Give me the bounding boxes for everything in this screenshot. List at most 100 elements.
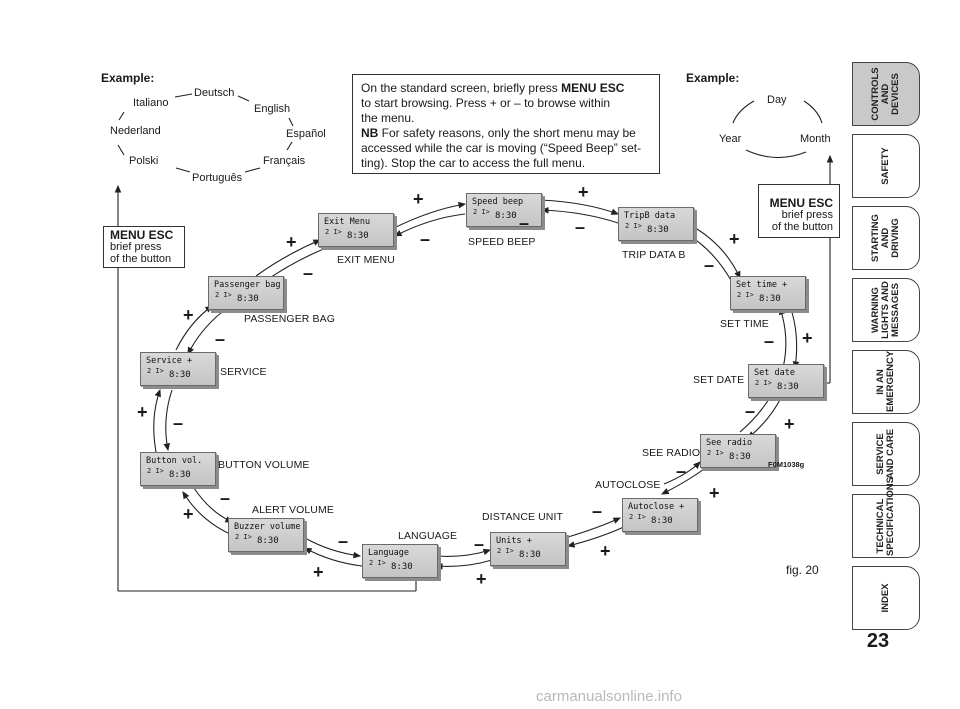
arrow-plus <box>304 547 363 567</box>
instruction-line6: ting). Stop the car to access the full m… <box>361 156 586 170</box>
minus-sign: – <box>575 217 586 237</box>
arrow-minus <box>163 389 173 452</box>
lcd-clock: 8:30 <box>257 536 279 546</box>
arrow-minus <box>187 311 223 355</box>
lcd-indicator: 2 I> <box>737 291 754 299</box>
plus-sign: + <box>802 328 813 348</box>
lcd-title: Buzzer volume <box>234 522 301 532</box>
arrow-minus <box>663 461 701 485</box>
arrow-minus <box>540 207 619 224</box>
tab-label: STARTING AND DRIVING <box>870 214 901 262</box>
lcd-indicator: 2 I> <box>497 547 514 555</box>
arrow-plus <box>153 388 161 453</box>
arrow-minus <box>567 517 622 538</box>
tab-technical-specifications[interactable]: TECHNICAL SPECIFICATIONS <box>852 477 920 558</box>
lcd-title: Passenger bag <box>214 280 281 290</box>
arrow-minus <box>435 548 492 557</box>
lcd-indicator: 2 I> <box>625 222 642 230</box>
plus-sign: + <box>183 305 194 325</box>
lcd-indicator: 2 I> <box>147 467 164 475</box>
unit-day: Day <box>767 94 787 106</box>
tab-label: WARNING LIGHTS AND MESSAGES <box>870 281 901 339</box>
figure-code: F0M1038g <box>768 460 805 469</box>
arrow-plus <box>661 465 709 495</box>
lcd-title: Speed beep <box>472 197 524 207</box>
arrow-plus <box>391 201 467 230</box>
lcd-title: Button vol. <box>146 456 203 466</box>
arrow-plus <box>539 199 620 215</box>
tab-label: CONTROLS AND DEVICES <box>870 67 901 121</box>
lcd-units: Units +2 I>8:30 <box>490 532 566 566</box>
lcd-indicator: 2 I> <box>235 533 252 541</box>
lcd-title: TripB data <box>624 211 676 221</box>
plus-sign: + <box>313 562 324 582</box>
label-button-volume: BUTTON VOLUME <box>218 459 310 471</box>
lcd-set-time: Set time +2 I>8:30 <box>730 276 806 310</box>
unit-year: Year <box>719 133 742 145</box>
lang-francais: Français <box>263 155 306 167</box>
tab-controls-and-devices[interactable]: CONTROLS AND DEVICES <box>852 62 920 126</box>
lang-english: English <box>254 103 291 115</box>
label-see-radio: SEE RADIO <box>642 447 701 459</box>
lcd-clock: 8:30 <box>169 370 191 380</box>
minus-sign: – <box>215 329 226 349</box>
example-heading-right: Example: <box>686 71 740 85</box>
lcd-indicator: 2 I> <box>147 367 164 375</box>
tab-in-an-emergency[interactable]: IN AN EMERGENCY <box>852 350 920 414</box>
minus-sign: – <box>173 413 184 433</box>
tab-starting-and-driving[interactable]: STARTING AND DRIVING <box>852 206 920 270</box>
minus-sign: – <box>745 401 756 421</box>
plus-sign: + <box>413 189 424 209</box>
menu-esc-title-right: MENU ESC <box>769 196 833 210</box>
lcd-indicator: 2 I> <box>369 559 386 567</box>
instruction-menu-esc: MENU ESC <box>561 81 625 95</box>
menu-esc-line2-right: of the button <box>771 221 833 233</box>
tab-safety[interactable]: SAFETY <box>852 134 920 198</box>
lcd-autoclose: Autoclose +2 I>8:30 <box>622 498 698 532</box>
arrow-plus <box>789 305 800 370</box>
arrow-minus <box>304 537 362 559</box>
instruction-line5: accessed while the car is moving (“Speed… <box>361 141 642 155</box>
label-set-time: SET TIME <box>720 318 769 330</box>
lcd-clock: 8:30 <box>169 470 191 480</box>
instruction-nb: NB <box>361 126 379 140</box>
arrow-plus <box>255 239 322 277</box>
plus-sign: + <box>476 569 487 589</box>
arrow-plus <box>691 225 741 280</box>
lcd-title: Set date <box>754 368 795 378</box>
lcd-clock: 8:30 <box>391 562 413 572</box>
lang-deutsch: Deutsch <box>194 87 235 99</box>
lcd-indicator: 2 I> <box>215 291 232 299</box>
arrow-plus <box>566 525 627 548</box>
tab-warning-lights[interactable]: WARNING LIGHTS AND MESSAGES <box>852 278 920 342</box>
tab-service-and-care[interactable]: SERVICE AND CARE <box>852 422 920 486</box>
arrow-minus <box>394 213 466 237</box>
menu-esc-line1-right: brief press <box>781 209 833 221</box>
arrow-minus <box>689 235 733 283</box>
plus-sign: + <box>784 414 795 434</box>
minus-sign: – <box>592 501 603 521</box>
lcd-service: Service +2 I>8:30 <box>140 352 216 386</box>
minus-sign: – <box>764 331 775 351</box>
menu-esc-title-left: MENU ESC <box>110 228 174 242</box>
instruction-line1: On the standard screen, briefly press <box>361 81 562 95</box>
lang-italiano: Italiano <box>133 97 169 109</box>
lcd-clock: 8:30 <box>729 452 751 462</box>
instruction-box: On the standard screen, briefly press ME… <box>352 74 660 174</box>
tab-index[interactable]: INDEX <box>852 566 920 630</box>
lcd-clock: 8:30 <box>777 382 799 392</box>
lcd-title: Language <box>368 548 409 558</box>
lcd-title: Exit Menu <box>324 217 371 227</box>
arrow-minus <box>778 306 787 369</box>
lcd-clock: 8:30 <box>647 225 669 235</box>
label-distance-unit: DISTANCE UNIT <box>482 511 564 523</box>
instruction-line4: For safety reasons, only the short menu … <box>378 126 636 140</box>
plus-sign: + <box>286 232 297 252</box>
lcd-indicator: 2 I> <box>707 449 724 457</box>
lcd-button-vol: Button vol.2 I> 8:30 <box>140 452 216 486</box>
